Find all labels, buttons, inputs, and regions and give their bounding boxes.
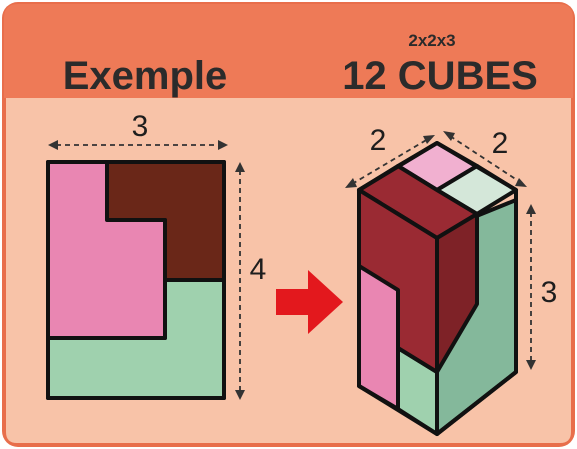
- iso-width-dimension-line: [449, 135, 521, 183]
- flat-height-label: 4: [250, 253, 267, 286]
- depth-arrow-top: [423, 135, 435, 144]
- flat-view: 3 4: [46, 110, 267, 400]
- iso-height-arrow-bottom: [526, 360, 536, 370]
- iso-height-arrow-top: [526, 204, 536, 214]
- iso-view: 2 2 3: [345, 124, 558, 436]
- iso-width-label: 2: [492, 127, 509, 160]
- iso-width-arrow-top: [443, 131, 455, 141]
- depth-dimension-line: [351, 138, 429, 185]
- height-arrow-bottom: [235, 390, 245, 400]
- width-arrow-left: [48, 140, 58, 150]
- arrow-right-icon: [276, 270, 343, 334]
- size-label: 2x2x3: [408, 31, 455, 50]
- flat-width-label: 3: [132, 110, 149, 143]
- iso-width-arrow-bottom: [515, 178, 527, 187]
- iso-height-label: 3: [541, 276, 558, 309]
- iso-depth-label: 2: [370, 124, 387, 157]
- card-header: [4, 4, 573, 98]
- example-title: Exemple: [63, 54, 228, 98]
- flat-outline: [46, 160, 226, 400]
- iso-red-piece-front: [357, 188, 439, 374]
- height-arrow-top: [235, 162, 245, 172]
- cubes-count-title: 12 CUBES: [342, 54, 538, 98]
- width-arrow-right: [218, 140, 228, 150]
- depth-arrow-bottom: [345, 178, 357, 188]
